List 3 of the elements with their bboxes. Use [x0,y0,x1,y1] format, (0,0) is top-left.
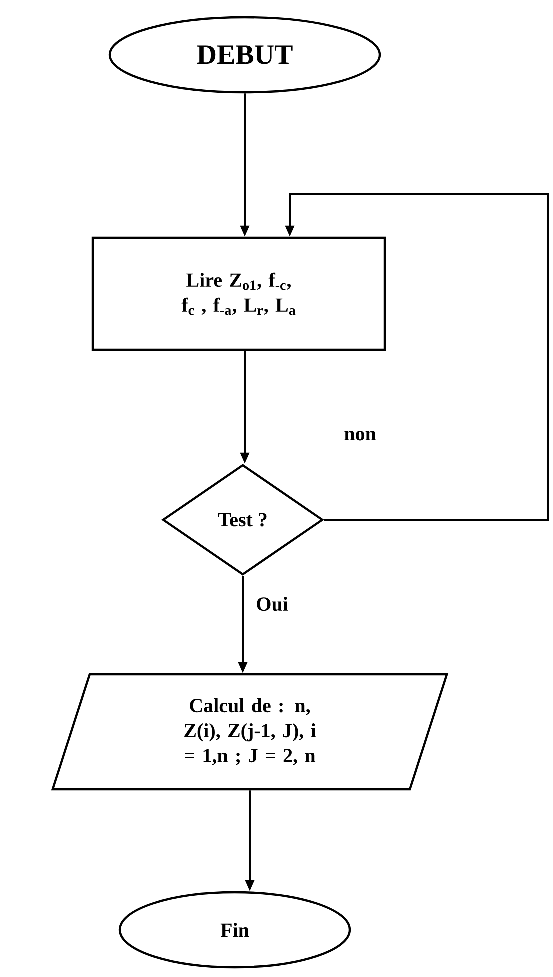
input-box: Lire Z$_{o1}$, f$_{-c}$, f$_{c}$ , f$_{-a}$, L$_{r}$, L$_{a}$ [92,236,386,352]
edge-label: Oui [255,596,290,612]
edge-label: non [343,430,378,442]
